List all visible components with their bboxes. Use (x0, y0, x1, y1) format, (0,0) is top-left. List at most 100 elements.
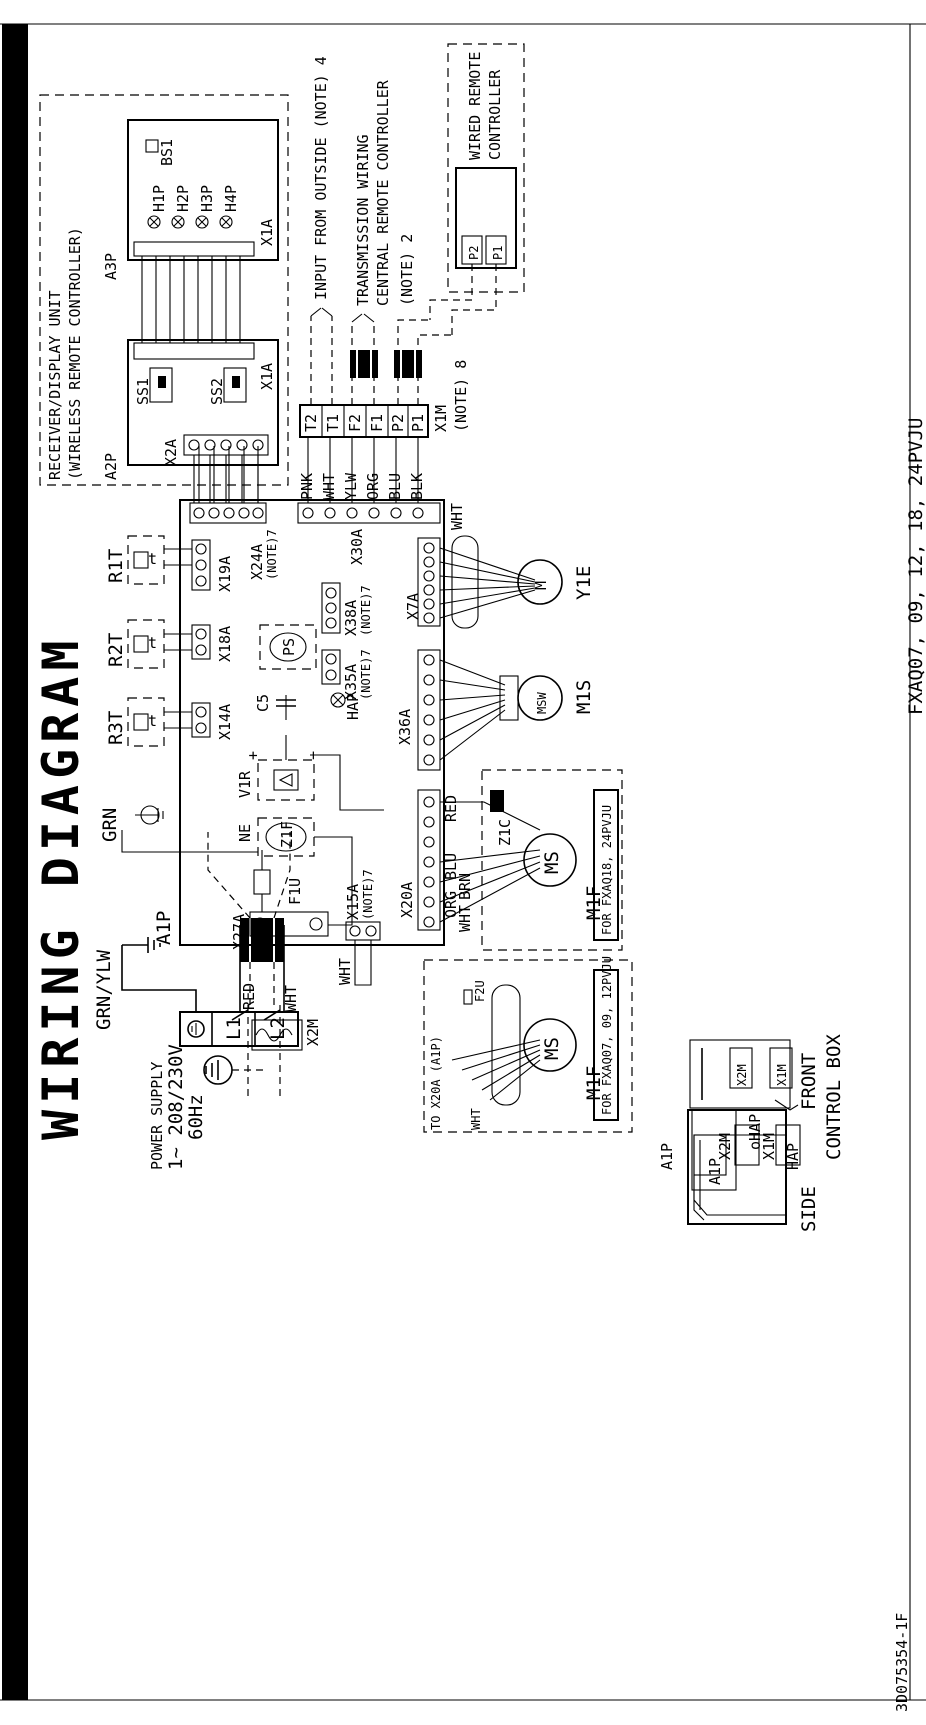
ferrite-central-icon (394, 350, 422, 378)
for-fxaq07-12: FOR FXAQ07, 09, 12PVJU (600, 956, 614, 1115)
x30a-label: X30A (348, 529, 366, 565)
m1f-07-12-ms-label: MS (541, 1037, 563, 1060)
power-supply-label: POWER SUPPLY (148, 1062, 166, 1170)
ss1-label: SS1 (134, 378, 152, 405)
y1e-m-label: M (532, 581, 550, 590)
ground-grn-label: GRN (99, 808, 121, 842)
bs1-label: BS1 (158, 139, 176, 166)
z1f-label: Z1F (278, 821, 296, 848)
x1m-t2: T2 (302, 414, 320, 432)
fuse-f1u (253, 869, 271, 895)
x24a-label: X24A (248, 544, 266, 580)
cb-title: CONTROL BOX (823, 1034, 845, 1160)
x1m-f2: F2 (346, 414, 364, 432)
receiver-display-unit (39, 94, 289, 486)
label-box-07-12 (593, 969, 619, 1121)
connector-x30a (297, 502, 441, 524)
x36a-label: X36A (396, 709, 414, 745)
power-supply-ps (269, 632, 307, 662)
central-remote-label: CENTRAL REMOTE CONTROLLER (374, 79, 392, 306)
thermistor-r1t: t (127, 535, 192, 585)
thermistor-r2t: t (127, 619, 192, 669)
x1a-a3p-label: X1A (258, 219, 276, 246)
x15a-wire: WHT (336, 958, 354, 985)
x1m-f1: F1 (368, 414, 386, 432)
a2p-label: A2P (102, 453, 120, 480)
hap-label: HAP (344, 693, 362, 720)
m1f-18-24-box (481, 769, 623, 951)
cb-inner-a1p: A1P (706, 1158, 724, 1185)
cb-a1p-box (691, 1109, 737, 1191)
m1f-07-12-box (423, 959, 633, 1133)
x27a-label: X27A (230, 914, 248, 950)
wire-color-pnk: PNK (298, 473, 316, 500)
fuse-f2u (463, 989, 473, 1005)
connector-x27a (249, 911, 329, 937)
led-h4p-icon (219, 215, 233, 229)
x15a-note: (NOTE)7 (361, 869, 375, 920)
wired-remote-controller (455, 167, 517, 269)
x1m-t1: T1 (324, 414, 342, 432)
ferrite-transmission-icon (350, 350, 378, 378)
led-h3p-label: H3P (198, 185, 216, 212)
x20a-wht: WHT (456, 905, 474, 932)
y1e-label: Y1E (573, 566, 595, 600)
motor-y1e-icon (517, 559, 563, 605)
connector-x38a (321, 582, 341, 634)
x2m-l2-label: L2 (267, 1017, 289, 1040)
a3p-label: A3P (102, 253, 120, 280)
x2m-l1-label: L1 (223, 1017, 245, 1040)
cb-a1p-label: A1P (658, 1143, 676, 1170)
terminal-block-x1m (299, 404, 429, 438)
rectifier-v1r (273, 769, 299, 791)
wired-remote-label-1: WIRED REMOTE (466, 52, 484, 160)
sheet-side-band (2, 24, 28, 1700)
x2m-label: X2M (304, 1019, 322, 1046)
doc-number: 3D075354-1F (893, 1613, 911, 1712)
wire-color-org: ORG (364, 473, 382, 500)
x2a-label: X2A (162, 439, 180, 466)
m1f-ms-label: MS (541, 851, 563, 874)
wired-remote-box (447, 43, 525, 293)
connector-x14a (191, 702, 211, 738)
led-h1p-label: H1P (150, 185, 168, 212)
connector-x1a-a3p (133, 241, 255, 257)
wire-color-ylw: YLW (342, 472, 360, 500)
cb-front-label: FRONT (798, 1053, 820, 1110)
cb-hap-label: HAP (784, 1143, 802, 1170)
board-a2p (127, 339, 279, 466)
control-box-sketch (687, 1109, 801, 1225)
r1t-label: R1T (105, 549, 127, 583)
cb-front-x1m: X1M (775, 1064, 789, 1086)
x14a-label: X14A (216, 704, 234, 740)
control-box-front (689, 1039, 799, 1111)
power-supply-ps-box (259, 624, 317, 670)
ground-grn-ylw-label: GRN/YLW (93, 949, 115, 1030)
x1m-note: (NOTE) 8 (452, 360, 470, 432)
led-h2p-label: H2P (174, 185, 192, 212)
r2t-label: R2T (105, 633, 127, 667)
receiver-title-2: (WIRELESS REMOTE CONTROLLER) (66, 227, 84, 480)
pcb-a1p (179, 499, 445, 946)
wire-red-label: RED (240, 983, 258, 1010)
diagram-title: WIRING DIAGRAM (32, 635, 90, 1140)
svg-text:t: t (148, 634, 157, 652)
v1r-label: V1R (236, 770, 254, 798)
x1m-label: X1M (432, 405, 450, 432)
central-remote-note: (NOTE) 2 (398, 234, 416, 306)
wired-remote-label-2: CONTROLLER (486, 69, 504, 160)
motor-m1s-connector (499, 675, 519, 721)
model-line: FXAQ07, 09, 12, 18, 24PVJU (905, 418, 926, 715)
connector-x20a (417, 789, 441, 931)
x35a-label: X35A (342, 664, 360, 700)
connector-x15a (345, 921, 381, 941)
motor-m1s-icon (517, 675, 563, 721)
input-from-outside-label: INPUT FROM OUTSIDE (NOTE) 4 (312, 56, 330, 300)
x35a-note: (NOTE)7 (359, 649, 373, 700)
ground-icon (203, 1055, 233, 1085)
connector-x35a (321, 649, 341, 685)
switch-ss2 (223, 367, 247, 403)
led-h1p-icon (147, 215, 161, 229)
